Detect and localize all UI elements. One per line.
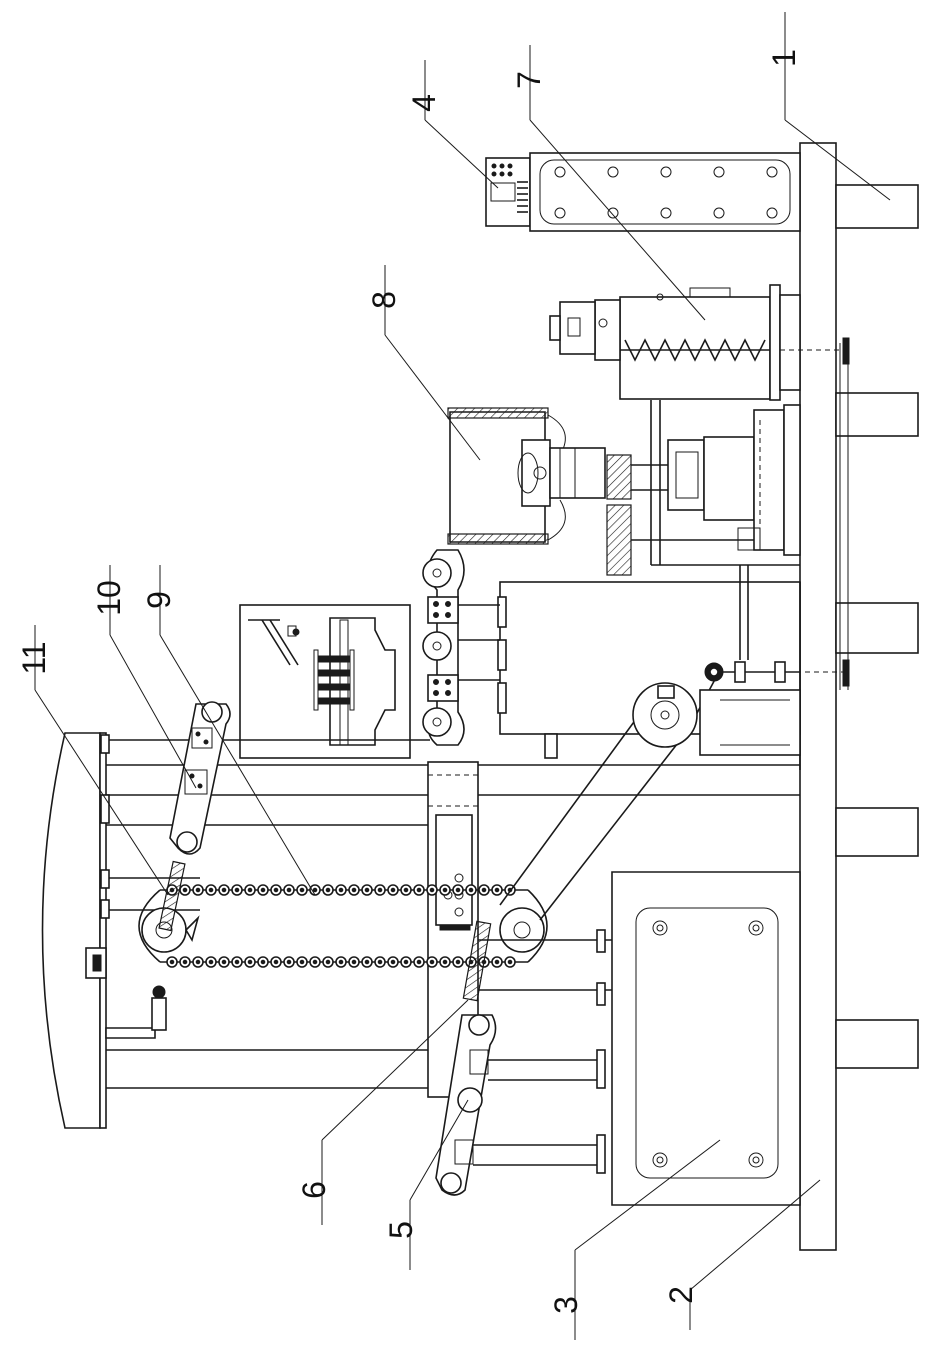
mounting-plate <box>530 153 800 231</box>
chain-pin <box>417 888 421 892</box>
callout-7: 7 <box>511 71 547 89</box>
chain-pin <box>287 888 291 892</box>
chain-pin <box>443 960 447 964</box>
chain-pin <box>261 960 265 964</box>
callout-3: 3 <box>548 1296 584 1314</box>
control-panel <box>486 158 530 226</box>
chain-pin <box>391 960 395 964</box>
gear-drive <box>607 400 800 575</box>
callout-5: 5 <box>383 1221 419 1239</box>
callout-8: 8 <box>366 291 402 309</box>
callout-11: 11 <box>16 641 52 674</box>
chain-pin <box>183 960 187 964</box>
chain-pin <box>196 960 200 964</box>
chain-pin <box>365 960 369 964</box>
chain-pin <box>248 960 252 964</box>
inclined-conveyor-upper <box>170 702 230 854</box>
chain-pin <box>339 960 343 964</box>
callout-9: 9 <box>141 591 177 609</box>
chain-pin <box>378 888 382 892</box>
chain-pin <box>235 960 239 964</box>
chain-pin <box>261 888 265 892</box>
chain-pin <box>209 888 213 892</box>
chain-pin <box>469 888 473 892</box>
base-plate <box>800 143 918 1250</box>
chain-pin <box>222 960 226 964</box>
cutting-box <box>240 605 410 758</box>
chain-pin <box>482 888 486 892</box>
mixing-hopper <box>448 408 605 544</box>
chain-pin <box>183 888 187 892</box>
chain-pin <box>391 888 395 892</box>
chain-pin <box>430 960 434 964</box>
chain-pin <box>456 960 460 964</box>
chain-pin <box>404 888 408 892</box>
chain-pin <box>495 960 499 964</box>
chain-pin <box>417 960 421 964</box>
inclined-conveyor-lower <box>436 1015 605 1195</box>
chain-pin <box>495 888 499 892</box>
chain-pin <box>248 888 252 892</box>
callout-6: 6 <box>296 1181 332 1199</box>
chain-pin <box>170 960 174 964</box>
chain-pin <box>339 888 343 892</box>
callout-4: 4 <box>406 94 442 112</box>
chain-pin <box>404 960 408 964</box>
chain-pin <box>209 960 213 964</box>
chain-pin <box>326 960 330 964</box>
callout-2: 2 <box>663 1286 699 1304</box>
chain-pin <box>443 888 447 892</box>
chain-pin <box>456 888 460 892</box>
chain-pin <box>300 888 304 892</box>
chain-pin <box>313 960 317 964</box>
chain-pin <box>352 960 356 964</box>
chain-pin <box>313 888 317 892</box>
chain-pin <box>274 960 278 964</box>
chain-pin <box>300 960 304 964</box>
chain-pin <box>222 888 226 892</box>
chain-pin <box>352 888 356 892</box>
chain-pin <box>287 960 291 964</box>
chain-pin <box>235 888 239 892</box>
chain-pin <box>196 888 200 892</box>
chain-pin <box>378 960 382 964</box>
chain-pin <box>365 888 369 892</box>
chain-pin <box>274 888 278 892</box>
chain-pin <box>326 888 330 892</box>
callout-1: 1 <box>766 49 802 67</box>
chain-pin <box>508 960 512 964</box>
chain-pin <box>430 888 434 892</box>
callout-10: 10 <box>91 580 127 616</box>
